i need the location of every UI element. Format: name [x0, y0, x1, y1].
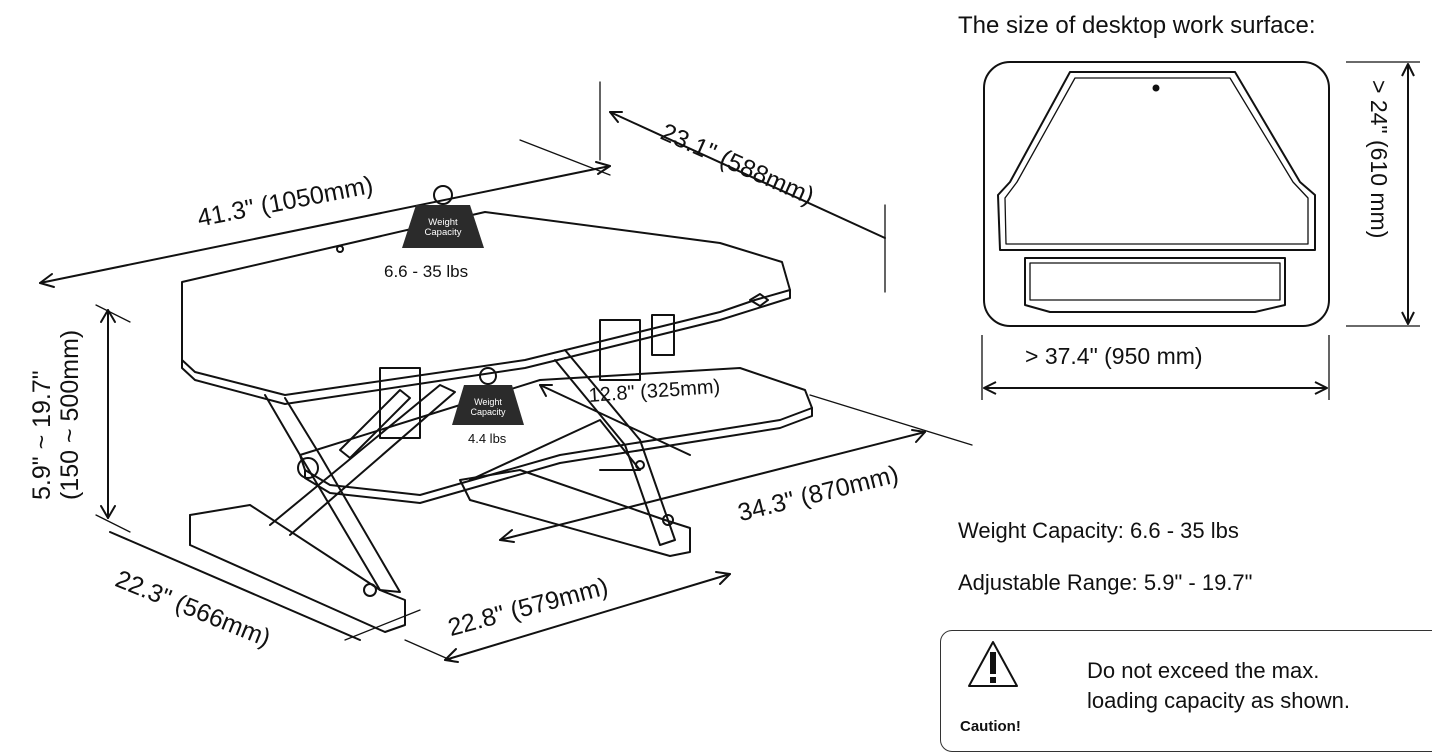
weight-kb-value: 4.4 lbs — [468, 431, 507, 446]
height-mm-label: (150 ~ 500mm) — [56, 329, 84, 500]
surface-tray-outline — [1024, 257, 1286, 313]
base-right — [459, 469, 691, 557]
weight-top-label-2: Capacity — [424, 227, 462, 238]
caution-line-1: Do not exceed the max. — [1087, 658, 1320, 683]
desktop-top — [181, 211, 791, 396]
weight-top-value: 6.6 - 35 lbs — [384, 262, 469, 281]
weight-kb-label: Weight Capacity — [463, 397, 513, 417]
weight-badge-keyboard — [452, 367, 524, 425]
kb-depth-dim-line — [539, 384, 691, 456]
weight-top-label: Weight Capacity — [418, 218, 468, 238]
weight-kb-label-1: Weight — [474, 397, 502, 407]
kb-width-dim-line — [499, 431, 926, 541]
length-dim-line — [39, 165, 611, 284]
base-left — [189, 504, 406, 633]
caution-line-2: loading capacity as shown. — [1087, 688, 1350, 713]
caution-label: Caution! — [960, 718, 1021, 735]
weight-kb-label-2: Capacity — [470, 407, 506, 417]
caution-icon — [968, 641, 1018, 687]
keyboard-tray — [299, 367, 813, 496]
surface-frame — [983, 61, 1330, 327]
weight-top-label-1: Weight — [428, 217, 458, 228]
base-width-dim-line — [444, 573, 731, 661]
depth-dim-line — [609, 111, 886, 239]
surface-title: The size of desktop work surface: — [958, 12, 1316, 39]
surface-width-label: > 37.4" (950 mm) — [1025, 343, 1203, 369]
spec-adjustable-range: Adjustable Range: 5.9" - 19.7" — [958, 570, 1253, 595]
surface-depth-label: > 24" (610 mm) — [1366, 80, 1392, 239]
spec-weight-capacity: Weight Capacity: 6.6 - 35 lbs — [958, 518, 1239, 543]
base-depth-dim-line — [109, 531, 361, 641]
height-in-label: 5.9" ~ 19.7" — [28, 370, 56, 500]
surface-top-outline — [997, 71, 1316, 251]
weight-badge-top — [402, 185, 484, 248]
